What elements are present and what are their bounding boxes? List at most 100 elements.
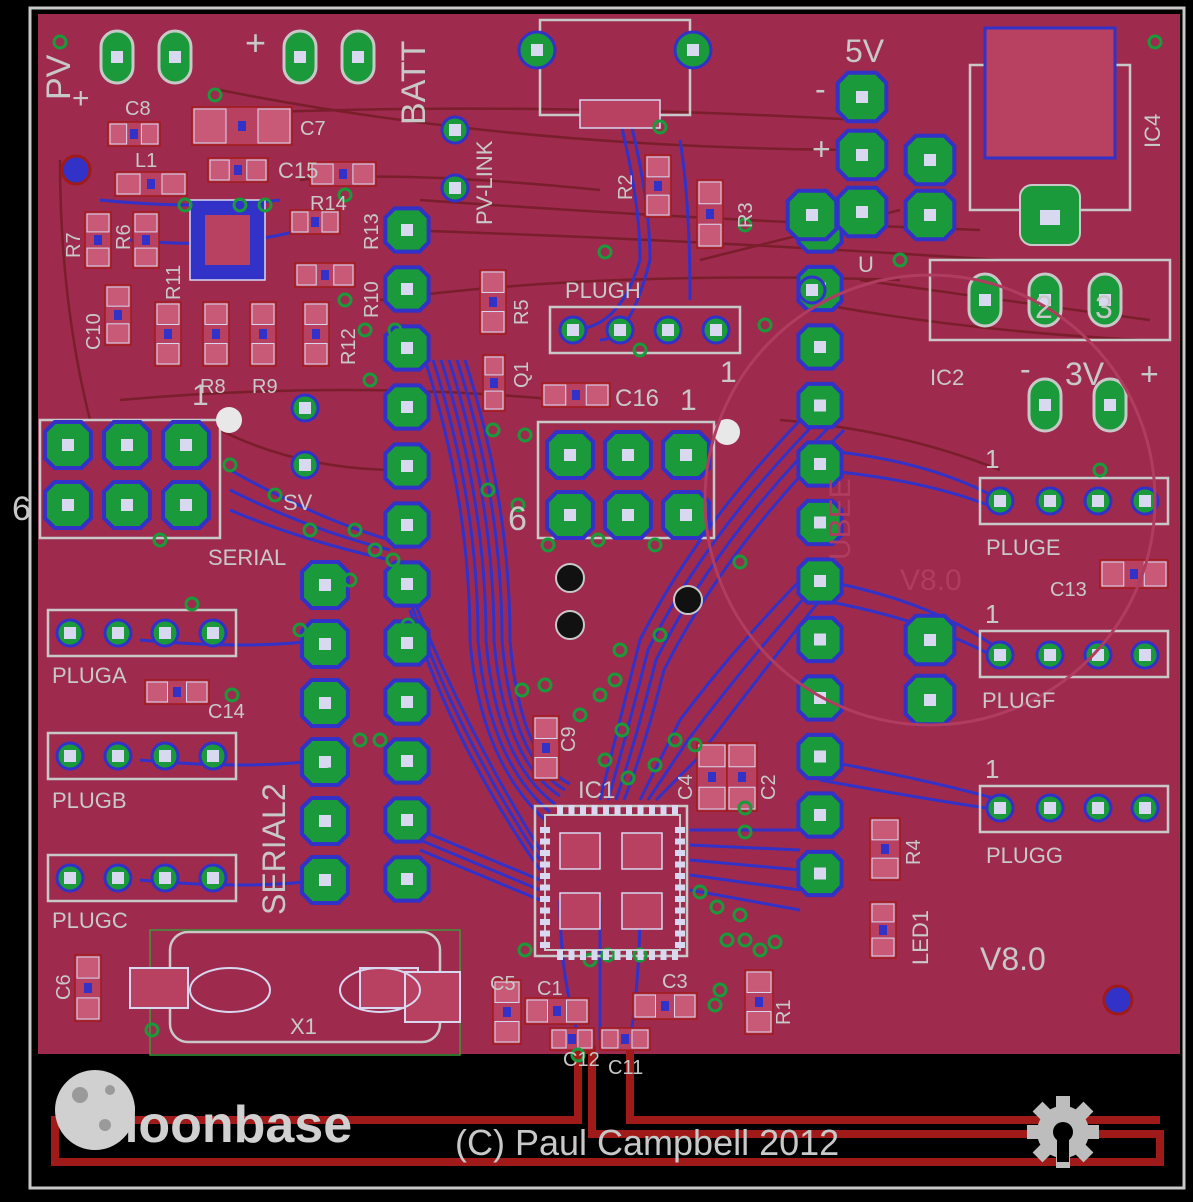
- plugc-pad-drill: [64, 872, 76, 884]
- plugh-pad-drill: [614, 324, 626, 336]
- smd-part-30-pad2: [674, 994, 696, 1018]
- qfp-pin: [675, 896, 685, 902]
- smd-part-26-pad1: [746, 971, 772, 993]
- plugh-pad-drill: [662, 324, 674, 336]
- pluga-pad-drill: [64, 627, 76, 639]
- x1-oval-left: [189, 967, 271, 1013]
- smd-part-32-pad2: [631, 1029, 649, 1049]
- header-right-pad-drill: [814, 867, 826, 880]
- label-one-left: 1: [192, 379, 209, 412]
- qfp-pin: [540, 838, 550, 845]
- qfp-pin: [580, 805, 586, 815]
- smd-part-2-pad2: [257, 108, 291, 144]
- ic4-package: [983, 26, 1117, 246]
- smd-part-24-body: [881, 844, 889, 854]
- qfp-pin: [540, 919, 550, 925]
- label-version: V8.0: [980, 941, 1046, 977]
- serial-pad-drill: [121, 499, 133, 511]
- jack-pad-drill: [687, 44, 699, 56]
- via: [514, 682, 530, 698]
- qfn-center: [205, 215, 250, 265]
- label-c15: C15: [278, 158, 318, 183]
- label-r11: R11: [163, 265, 185, 300]
- smd-part-31-pad2: [577, 1029, 593, 1049]
- label-ic2: IC2: [930, 365, 964, 390]
- plugg-pad-drill: [1139, 802, 1151, 814]
- header-left-pad-drill: [401, 460, 413, 472]
- header-left-pad-drill: [401, 696, 413, 708]
- label-plus-batt: +: [245, 22, 266, 63]
- smd-part-25-body: [879, 925, 887, 935]
- label-serial2: SERIAL2: [256, 783, 292, 915]
- smd-part-30-body: [661, 1001, 669, 1011]
- smd-part-17-pad2: [484, 390, 504, 410]
- pluge-pad-drill: [994, 495, 1006, 507]
- plugh-pad-drill: [567, 324, 579, 336]
- plugb-pad-drill: [159, 750, 171, 762]
- qfp-pin: [591, 805, 598, 815]
- qfp-pin: [603, 805, 609, 815]
- smd-part-20-pad2: [186, 681, 208, 703]
- via: [737, 932, 753, 948]
- smd-part-13-pad1: [304, 303, 328, 325]
- label-u: U: [858, 252, 874, 277]
- via: [707, 997, 723, 1013]
- via: [385, 552, 401, 568]
- smd-part-1-body: [147, 179, 155, 189]
- smd-part-25-pad1: [871, 903, 895, 923]
- ic1-package: [544, 814, 681, 951]
- qfp-pin: [672, 950, 678, 960]
- qfp-pin: [614, 950, 621, 960]
- label-three: 3: [1095, 289, 1113, 325]
- smd-part-11-body: [212, 329, 220, 339]
- via: [337, 292, 353, 308]
- qfp-pin: [637, 805, 644, 815]
- via: [607, 672, 623, 688]
- header-left-pad-drill: [401, 873, 413, 885]
- plugc-pad-drill: [112, 872, 124, 884]
- small-pad-drill: [299, 402, 311, 414]
- plugf-pad-drill: [994, 649, 1006, 661]
- power-pad-drill: [979, 294, 991, 306]
- smd-part-6-pad1: [296, 264, 317, 286]
- smd-part-24-pad1: [871, 819, 899, 841]
- small-pad-drill: [806, 284, 818, 296]
- qfp-pin: [675, 919, 685, 925]
- qfp-pin: [675, 838, 685, 845]
- pluga-pad-drill: [159, 627, 171, 639]
- via: [540, 537, 556, 553]
- x1-oval-right: [339, 967, 421, 1013]
- moon-logo-icon: [55, 1070, 135, 1150]
- smd-part-32-pad1: [601, 1029, 619, 1049]
- label-r4: R4: [903, 839, 925, 865]
- qfp-pin: [660, 805, 667, 815]
- power-pad-drill: [1104, 399, 1116, 411]
- smd-part-26-body: [755, 997, 763, 1007]
- label-c10: C10: [83, 313, 105, 350]
- plugb-pad-drill: [207, 750, 219, 762]
- label-c7: C7: [300, 118, 326, 140]
- qfp-pin: [591, 950, 598, 960]
- label-r3: R3: [735, 202, 757, 228]
- smd-part-6-body: [321, 270, 329, 280]
- smd-part-12-body: [259, 329, 267, 339]
- header-pad-drill: [924, 694, 936, 706]
- small-pad-drill: [449, 182, 461, 194]
- via: [337, 187, 353, 203]
- smd-part-18-pad1: [543, 384, 567, 406]
- smd-part-28-pad1: [494, 981, 520, 1003]
- label-six-left: 6: [12, 490, 31, 528]
- header-left-pad-drill: [401, 401, 413, 413]
- smd-part-23-pad1: [728, 744, 756, 768]
- via: [352, 732, 368, 748]
- smd-part-14-pad2: [646, 194, 670, 216]
- fiducial-left: [60, 154, 92, 186]
- plugb-pad-drill: [112, 750, 124, 762]
- label-minus-5v: -: [815, 71, 826, 107]
- smd-part-7-pad2: [86, 247, 110, 267]
- header-left-pad-drill: [401, 342, 413, 354]
- label-minus-3v: -: [1020, 351, 1031, 387]
- smd-part-7-body: [94, 235, 102, 245]
- smd-part-2-pad1: [193, 108, 227, 144]
